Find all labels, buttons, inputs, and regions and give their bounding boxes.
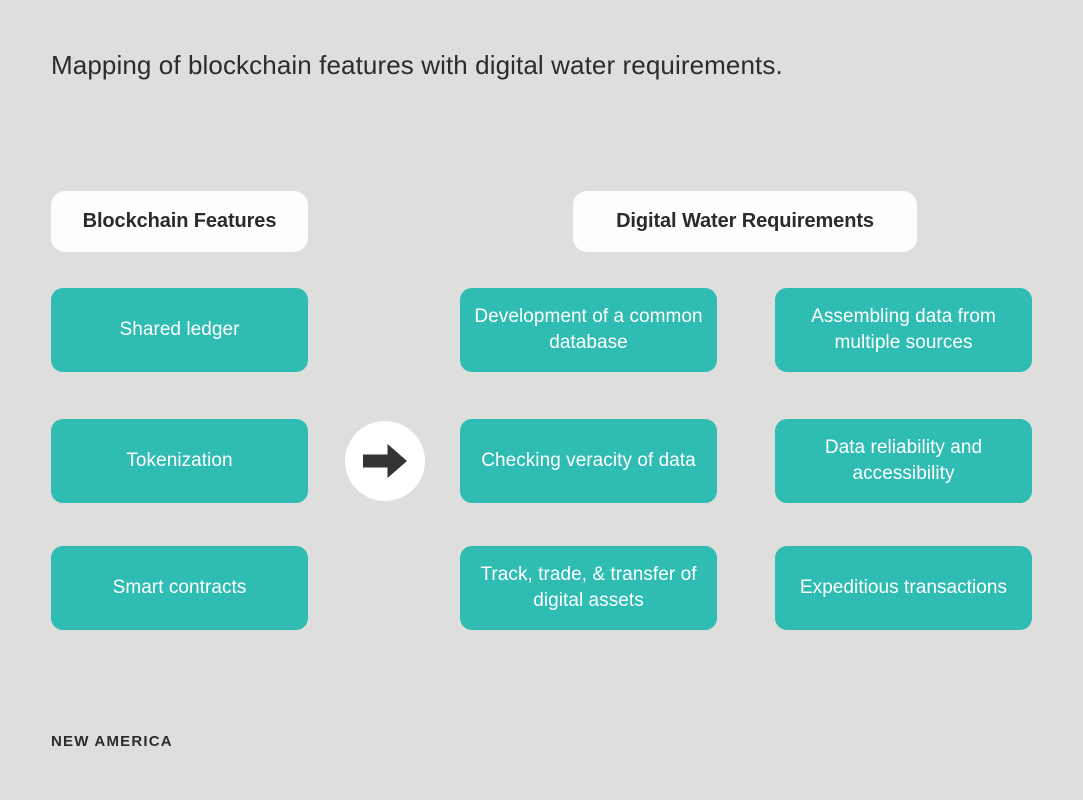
requirement-box-label: Expeditious transactions xyxy=(799,577,1008,598)
new-america-logo: NEW AMERICA xyxy=(51,733,173,750)
requirement-box-track-trade-transfer: Track, trade, & transfer of digital asse… xyxy=(460,546,717,630)
feature-box-label: Shared ledger xyxy=(119,319,240,340)
requirement-box-assembling-data: Assembling data from multiple sources xyxy=(775,288,1032,372)
column-header-label: Digital Water Requirements xyxy=(616,210,874,232)
feature-box-smart-contracts: Smart contracts xyxy=(51,546,308,630)
feature-box-shared-ledger: Shared ledger xyxy=(51,288,308,372)
page-title: Mapping of blockchain features with digi… xyxy=(51,50,783,80)
requirement-box-label: Assembling data from multiple sources xyxy=(811,306,996,353)
feature-box-label: Smart contracts xyxy=(112,577,247,598)
column-header-label: Blockchain Features xyxy=(82,210,277,232)
requirement-box-expeditious-transactions: Expeditious transactions xyxy=(775,546,1032,630)
column-header-blockchain-features: Blockchain Features xyxy=(51,191,308,252)
requirement-box-common-database: Development of a common database xyxy=(460,288,717,372)
feature-box-label: Tokenization xyxy=(126,450,233,471)
requirement-box-label: Development of a common database xyxy=(474,306,703,353)
requirement-box-checking-veracity: Checking veracity of data xyxy=(460,419,717,503)
arrow-right-icon xyxy=(363,444,407,478)
requirement-box-label: Data reliability and accessibility xyxy=(824,437,983,484)
column-header-digital-water-requirements: Digital Water Requirements xyxy=(573,191,917,252)
requirement-box-label: Track, trade, & transfer of digital asse… xyxy=(480,564,697,611)
requirement-box-data-reliability: Data reliability and accessibility xyxy=(775,419,1032,503)
feature-box-tokenization: Tokenization xyxy=(51,419,308,503)
mapping-arrow-badge xyxy=(345,421,425,501)
requirement-box-label: Checking veracity of data xyxy=(481,450,696,471)
